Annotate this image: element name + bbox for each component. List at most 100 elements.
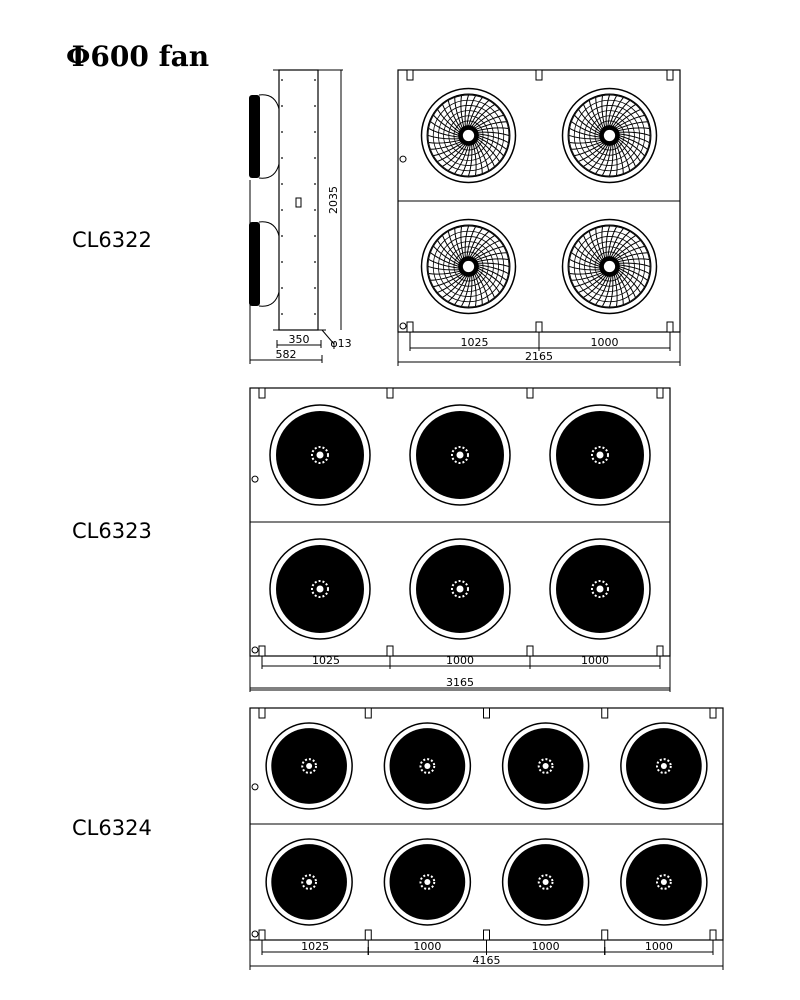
bolt xyxy=(314,261,316,263)
fan-blade-wire xyxy=(428,128,460,138)
fan-hub-center xyxy=(424,762,431,770)
support-bracket xyxy=(406,321,414,333)
fan-blade-wire xyxy=(460,226,465,259)
fan-blade-wire xyxy=(588,100,603,130)
fan-blade-wire xyxy=(612,235,636,258)
fan-hub xyxy=(301,758,318,774)
fan-blade-wire xyxy=(595,144,610,174)
fan-hub-center xyxy=(660,878,667,886)
bolt xyxy=(281,261,283,263)
support-bracket xyxy=(709,929,717,941)
fan-hub xyxy=(537,874,554,890)
fan-ring xyxy=(420,218,517,315)
fan-blade-wire xyxy=(571,252,601,267)
fan-blade-wire xyxy=(595,275,610,305)
fan-blade-wire xyxy=(618,267,645,288)
fan-blade-wire xyxy=(610,100,631,127)
fan-blade-wire xyxy=(477,133,509,143)
total-length-dimension-label: 3165 xyxy=(446,676,474,689)
fan-guard-ring xyxy=(443,110,494,161)
fan-blade-wire xyxy=(613,240,641,259)
fan-blade-wire xyxy=(477,135,507,150)
pipe-leader xyxy=(321,329,335,345)
fan-blade-wire xyxy=(430,121,460,136)
fan-guard-ring xyxy=(568,94,651,177)
fan-blade-wire xyxy=(601,226,606,259)
fan-guard-ring xyxy=(589,246,630,287)
fan-blade-wire xyxy=(588,275,609,302)
bolt xyxy=(314,105,316,107)
drawing-title: Φ600 fan xyxy=(66,40,210,73)
connection-port xyxy=(251,930,259,938)
fan-blade-wire xyxy=(471,104,495,127)
fan-ring xyxy=(269,404,371,506)
fan-guard-ring xyxy=(568,225,651,308)
fan-blade-wire xyxy=(583,235,602,263)
spacing-dimension-label: 1000 xyxy=(532,940,560,953)
model-label-cl6324: CL6324 xyxy=(72,816,152,840)
fan-blade-wire xyxy=(612,104,636,127)
fan-ring xyxy=(501,838,590,926)
fan-blade-wire xyxy=(472,109,500,128)
fan-hub-center xyxy=(462,260,475,273)
fan-blade-wire xyxy=(468,97,483,127)
fan-blade-wire xyxy=(454,275,469,305)
fan-blade-wire xyxy=(613,274,618,307)
fan-blade-wire xyxy=(454,228,463,260)
fan-hub-center xyxy=(603,260,616,273)
bolt xyxy=(281,287,283,289)
fan-guard-ring xyxy=(427,94,510,177)
fan-guard-ring xyxy=(448,115,489,156)
fan-hub-center xyxy=(316,585,324,593)
fan-guard-ring xyxy=(427,225,510,308)
fan-blade-wire xyxy=(609,97,624,127)
bolt xyxy=(281,235,283,237)
fan-blade-wire xyxy=(469,100,490,127)
fan-blade-wire xyxy=(608,144,614,177)
fan-blade-wire xyxy=(569,259,601,269)
fan-blade-wire xyxy=(583,275,607,298)
bolt xyxy=(314,157,316,159)
fan-ring xyxy=(409,404,511,506)
connection-port xyxy=(399,322,407,330)
fan-blade-wire xyxy=(430,252,460,267)
fan-blade-wire xyxy=(476,270,495,298)
fan-hub xyxy=(311,446,329,464)
fan-blade-wire xyxy=(472,143,477,176)
bolt xyxy=(314,209,316,211)
fan-blade-wire xyxy=(466,226,476,258)
fan-hub xyxy=(591,580,609,598)
fan-blade-wire xyxy=(610,231,631,258)
fan-hub-center xyxy=(456,451,464,459)
fan-blade-wire xyxy=(477,136,504,157)
connection-port xyxy=(399,155,407,163)
fan-blade-wire xyxy=(433,273,463,288)
fan-blade-wire xyxy=(464,225,470,258)
fan-blade-wire xyxy=(613,109,641,128)
fan-blade-wire xyxy=(428,139,461,144)
fan-hub xyxy=(419,874,436,890)
fan-blade-wire xyxy=(578,109,601,133)
support-bracket xyxy=(258,387,266,399)
fan-blade-wire xyxy=(568,134,601,140)
fan-ring xyxy=(269,538,371,640)
fan-hub-center xyxy=(542,762,549,770)
support-bracket xyxy=(386,387,394,399)
fan-blade-wire xyxy=(475,121,507,130)
side-fan-motor xyxy=(249,95,260,178)
fan-blade-wire xyxy=(427,265,460,271)
fan-blade-wire xyxy=(468,228,483,258)
fan-ring xyxy=(383,838,472,926)
fan-blade-wire xyxy=(618,136,645,157)
fan-blade-wire xyxy=(430,272,462,281)
fan-blade-wire xyxy=(615,245,645,260)
unit-top-view-cl6323 xyxy=(249,387,671,691)
side-fan-shroud xyxy=(258,163,280,179)
support-bracket xyxy=(364,707,372,719)
side-fan-shroud xyxy=(258,291,280,307)
fan-blade-wire xyxy=(618,135,648,150)
connection-port xyxy=(251,783,259,791)
fan-blade-wire xyxy=(464,94,470,127)
connection-port xyxy=(251,475,259,483)
fan-blade-wire xyxy=(442,275,466,298)
